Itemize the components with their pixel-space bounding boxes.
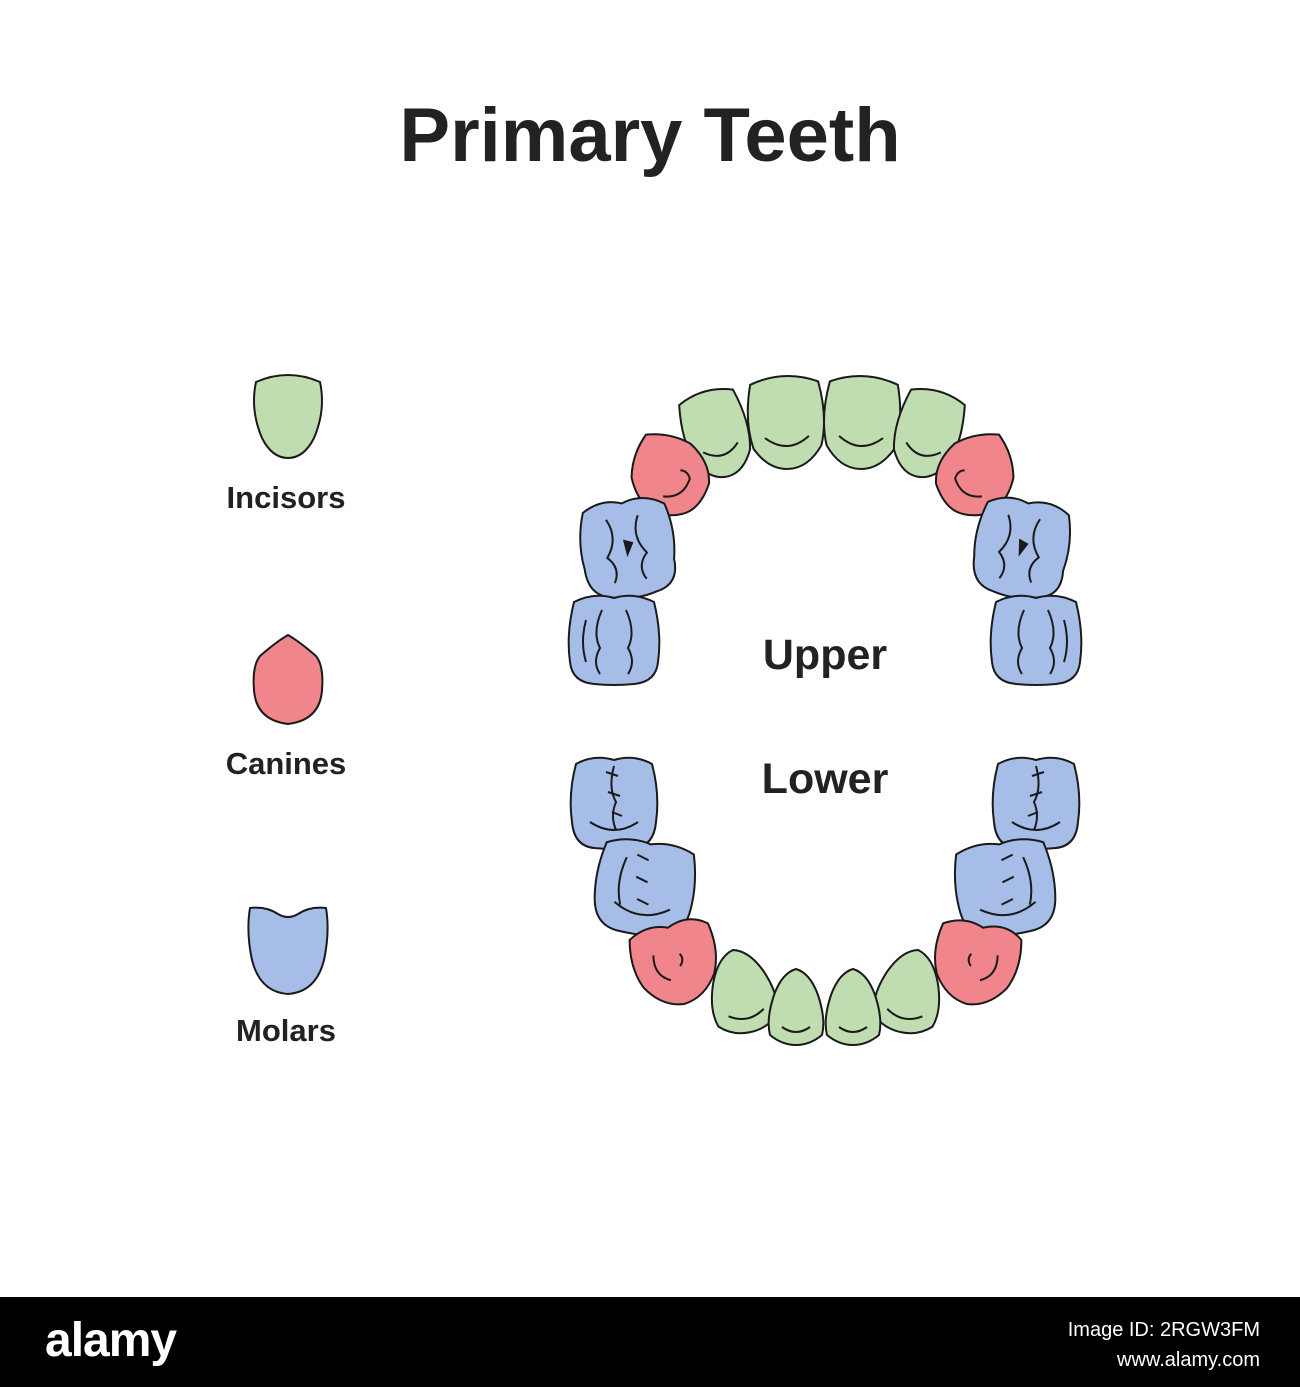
upper-jaw-label: Upper (762, 631, 888, 679)
site-url: www.alamy.com (1117, 1349, 1260, 1371)
lower-incisor (710, 948, 779, 1035)
upper-molar (989, 594, 1083, 686)
image-id: Image ID: 2RGW3FM (1067, 1319, 1260, 1341)
incisor-legend-icon (253, 374, 323, 460)
lower-molar (569, 756, 659, 850)
upper-canine (935, 433, 1015, 517)
lower-jaw (569, 756, 1081, 1047)
lower-incisor (824, 967, 882, 1047)
upper-molar (579, 496, 677, 600)
upper-canine (630, 433, 710, 517)
lower-incisor (767, 967, 825, 1047)
upper-incisor (823, 374, 902, 470)
brand-logo: alamy (45, 1314, 177, 1367)
molar-legend-icon (247, 906, 329, 996)
lower-jaw-label: Lower (761, 755, 889, 803)
incisors-label: Incisors (226, 480, 346, 515)
lower-molar (991, 756, 1081, 850)
lower-incisor (872, 948, 941, 1035)
canines-label: Canines (225, 746, 347, 781)
lower-molar (593, 838, 697, 938)
lower-canine (628, 918, 717, 1006)
upper-molar (972, 496, 1072, 600)
canine-legend-icon (252, 633, 324, 726)
upper-incisor (746, 374, 825, 470)
molars-label: Molars (236, 1013, 336, 1048)
lower-molar (953, 838, 1057, 938)
upper-jaw (567, 374, 1083, 686)
footer-bar: alamy Image ID: 2RGW3FM www.alamy.com (0, 1297, 1300, 1387)
lower-canine (934, 919, 1023, 1006)
page-title: Primary Teeth (399, 93, 901, 178)
image-meta: Image ID: 2RGW3FM www.alamy.com (1068, 1315, 1260, 1375)
dental-arch-diagram (567, 374, 1083, 1047)
upper-molar (567, 594, 661, 686)
